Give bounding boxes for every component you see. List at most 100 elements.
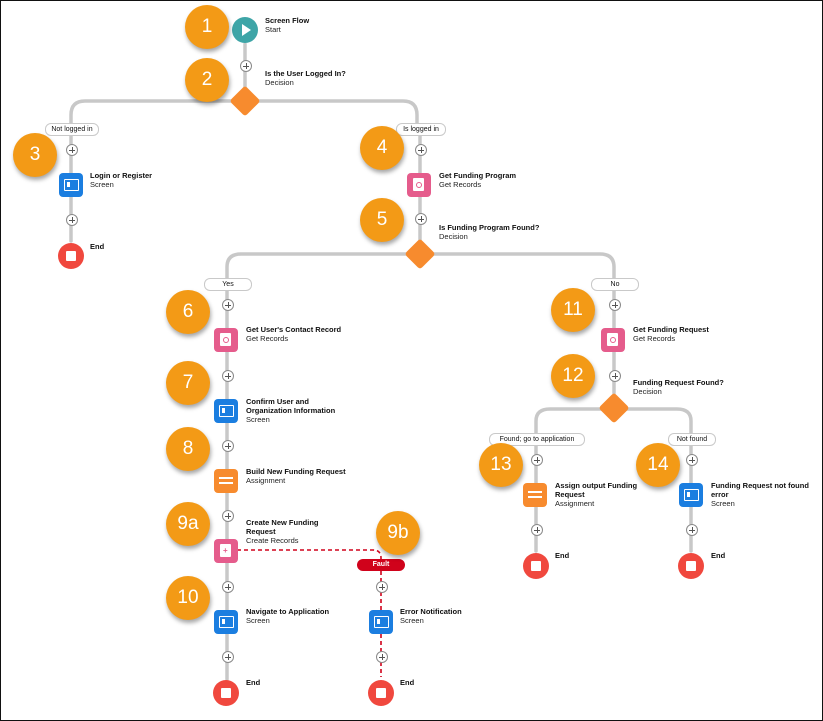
get-records-node-request[interactable] <box>601 328 625 352</box>
assignment-node-output[interactable] <box>523 483 547 507</box>
add-element-icon[interactable] <box>222 581 234 593</box>
get-request-label: Get Funding Request Get Records <box>633 325 709 343</box>
branch-found: Found; go to application <box>489 433 585 446</box>
add-element-icon[interactable] <box>415 144 427 156</box>
node-type: Screen <box>711 499 735 508</box>
end-icon[interactable] <box>213 680 239 706</box>
step-badge: 1 <box>185 5 229 49</box>
node-title: Login or Register <box>90 171 153 180</box>
login-label: Login or Register Screen <box>90 171 152 189</box>
clipboard-search-icon <box>607 333 618 346</box>
node-type: Assignment <box>246 476 286 485</box>
screen-node-login[interactable] <box>59 173 83 197</box>
get-contact-label: Get User's Contact Record Get Records <box>246 325 341 343</box>
branch-yes: Yes <box>204 278 252 291</box>
add-element-icon[interactable] <box>609 370 621 382</box>
add-element-icon[interactable] <box>376 651 388 663</box>
end-label: End <box>555 551 570 560</box>
decision-logged-label: Is the User Logged In? Decision <box>265 69 346 87</box>
step-badge: 6 <box>166 290 210 334</box>
start-label: Screen Flow Start <box>265 16 309 34</box>
end-icon[interactable] <box>523 553 549 579</box>
step-badge: 4 <box>360 126 404 170</box>
screen-node-navigate[interactable] <box>214 610 238 634</box>
node-title: Navigate to Application <box>246 607 330 616</box>
node-type: Start <box>265 25 281 34</box>
step-badge: 11 <box>551 288 595 332</box>
add-element-icon[interactable] <box>376 581 388 593</box>
screen-node-error[interactable] <box>369 610 393 634</box>
node-type: Screen <box>90 180 114 189</box>
decision-program-label: Is Funding Program Found? Decision <box>439 223 539 241</box>
node-type: Screen <box>246 616 270 625</box>
add-element-icon[interactable] <box>222 440 234 452</box>
node-title: Screen Flow <box>265 16 310 25</box>
add-element-icon[interactable] <box>415 213 427 225</box>
screen-node-confirm[interactable] <box>214 399 238 423</box>
build-label: Build New Funding Request Assignment <box>246 467 346 485</box>
screen-icon <box>219 405 234 417</box>
node-title: Is the User Logged In? <box>265 69 346 78</box>
add-element-icon[interactable] <box>609 299 621 311</box>
add-element-icon[interactable] <box>222 651 234 663</box>
create-label: Create New Funding Request Create Record… <box>246 518 341 545</box>
end-label: End <box>246 678 261 687</box>
clipboard-search-icon <box>413 178 424 191</box>
equals-icon <box>219 482 233 484</box>
branch-not-logged-in: Not logged in <box>45 123 99 136</box>
node-title: Get Funding Program <box>439 171 517 180</box>
node-title: Get User's Contact Record <box>246 325 342 334</box>
branch-is-logged-in: Is logged in <box>396 123 446 136</box>
node-title: Funding Request not found error <box>711 481 809 499</box>
step-badge: 10 <box>166 576 210 620</box>
screen-icon <box>64 179 79 191</box>
node-title: Get Funding Request <box>633 325 709 334</box>
add-element-icon[interactable] <box>66 144 78 156</box>
end-icon[interactable] <box>58 243 84 269</box>
confirm-label: Confirm User and Organization Informatio… <box>246 397 356 424</box>
end-label: End <box>400 678 415 687</box>
node-type: Decision <box>633 387 662 396</box>
node-type: Screen <box>400 616 424 625</box>
node-title: Assign output Funding Request <box>555 481 638 499</box>
equals-icon <box>219 477 233 479</box>
add-element-icon[interactable] <box>222 510 234 522</box>
screen-icon <box>374 616 389 628</box>
node-title: Funding Request Found? <box>633 378 724 387</box>
add-element-icon[interactable] <box>686 454 698 466</box>
assignment-node-build[interactable] <box>214 469 238 493</box>
end-icon[interactable] <box>678 553 704 579</box>
add-element-icon[interactable] <box>222 370 234 382</box>
add-element-icon[interactable] <box>222 299 234 311</box>
equals-icon <box>528 496 542 498</box>
add-element-icon[interactable] <box>240 60 252 72</box>
get-records-node-program[interactable] <box>407 173 431 197</box>
step-badge: 2 <box>185 58 229 102</box>
add-element-icon[interactable] <box>686 524 698 536</box>
node-type: Get Records <box>439 180 482 189</box>
node-type: Decision <box>439 232 468 241</box>
step-badge: 12 <box>551 354 595 398</box>
add-element-icon[interactable] <box>66 214 78 226</box>
add-element-icon[interactable] <box>531 524 543 536</box>
screen-node-not-found[interactable] <box>679 483 703 507</box>
decision-request-label: Funding Request Found? Decision <box>633 378 724 396</box>
add-element-icon[interactable] <box>531 454 543 466</box>
get-records-node-contact[interactable] <box>214 328 238 352</box>
end-icon[interactable] <box>368 680 394 706</box>
node-type: Decision <box>265 78 294 87</box>
start-icon[interactable] <box>232 17 258 43</box>
step-badge: 9b <box>376 511 420 555</box>
clipboard-plus-icon: + <box>220 544 231 557</box>
get-program-label: Get Funding Program Get Records <box>439 171 516 189</box>
equals-icon <box>528 491 542 493</box>
step-badge: 14 <box>636 443 680 487</box>
end-label: End <box>90 242 105 251</box>
create-records-node[interactable]: + <box>214 539 238 563</box>
navigate-label: Navigate to Application Screen <box>246 607 329 625</box>
node-title: Is Funding Program Found? <box>439 223 540 232</box>
clipboard-search-icon <box>220 333 231 346</box>
node-type: Get Records <box>246 334 289 343</box>
not-found-label: Funding Request not found error Screen <box>711 481 816 508</box>
node-title: Error Notification <box>400 607 462 616</box>
